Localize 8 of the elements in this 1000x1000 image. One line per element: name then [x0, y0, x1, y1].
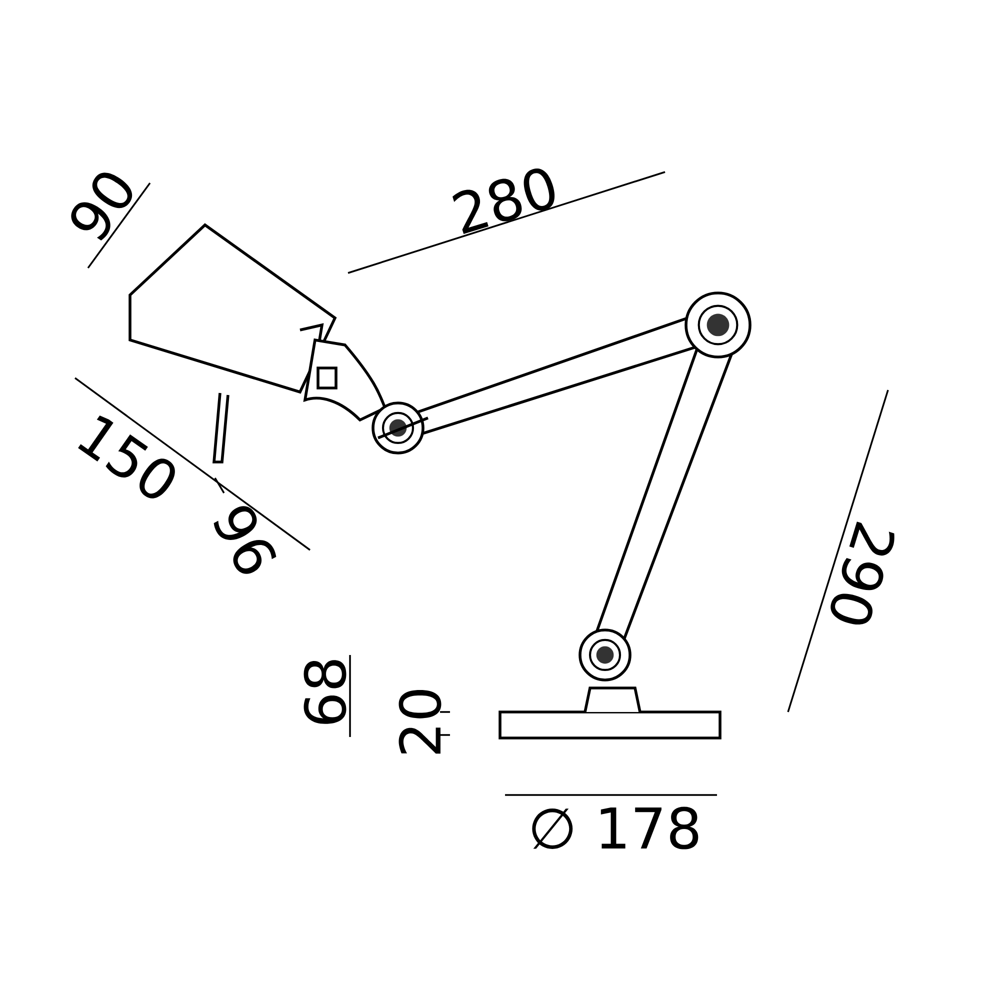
- dimension-label: 290: [830, 522, 894, 625]
- dimension-label: 96: [214, 506, 276, 574]
- dimension-label: 150: [78, 416, 175, 498]
- dimension-label: 280: [452, 168, 555, 234]
- dimension-label: 20: [398, 690, 442, 754]
- dimension-label: ∅ 178: [532, 806, 698, 850]
- dimension-label: 90: [71, 172, 132, 240]
- dimension-label: 68: [304, 660, 346, 724]
